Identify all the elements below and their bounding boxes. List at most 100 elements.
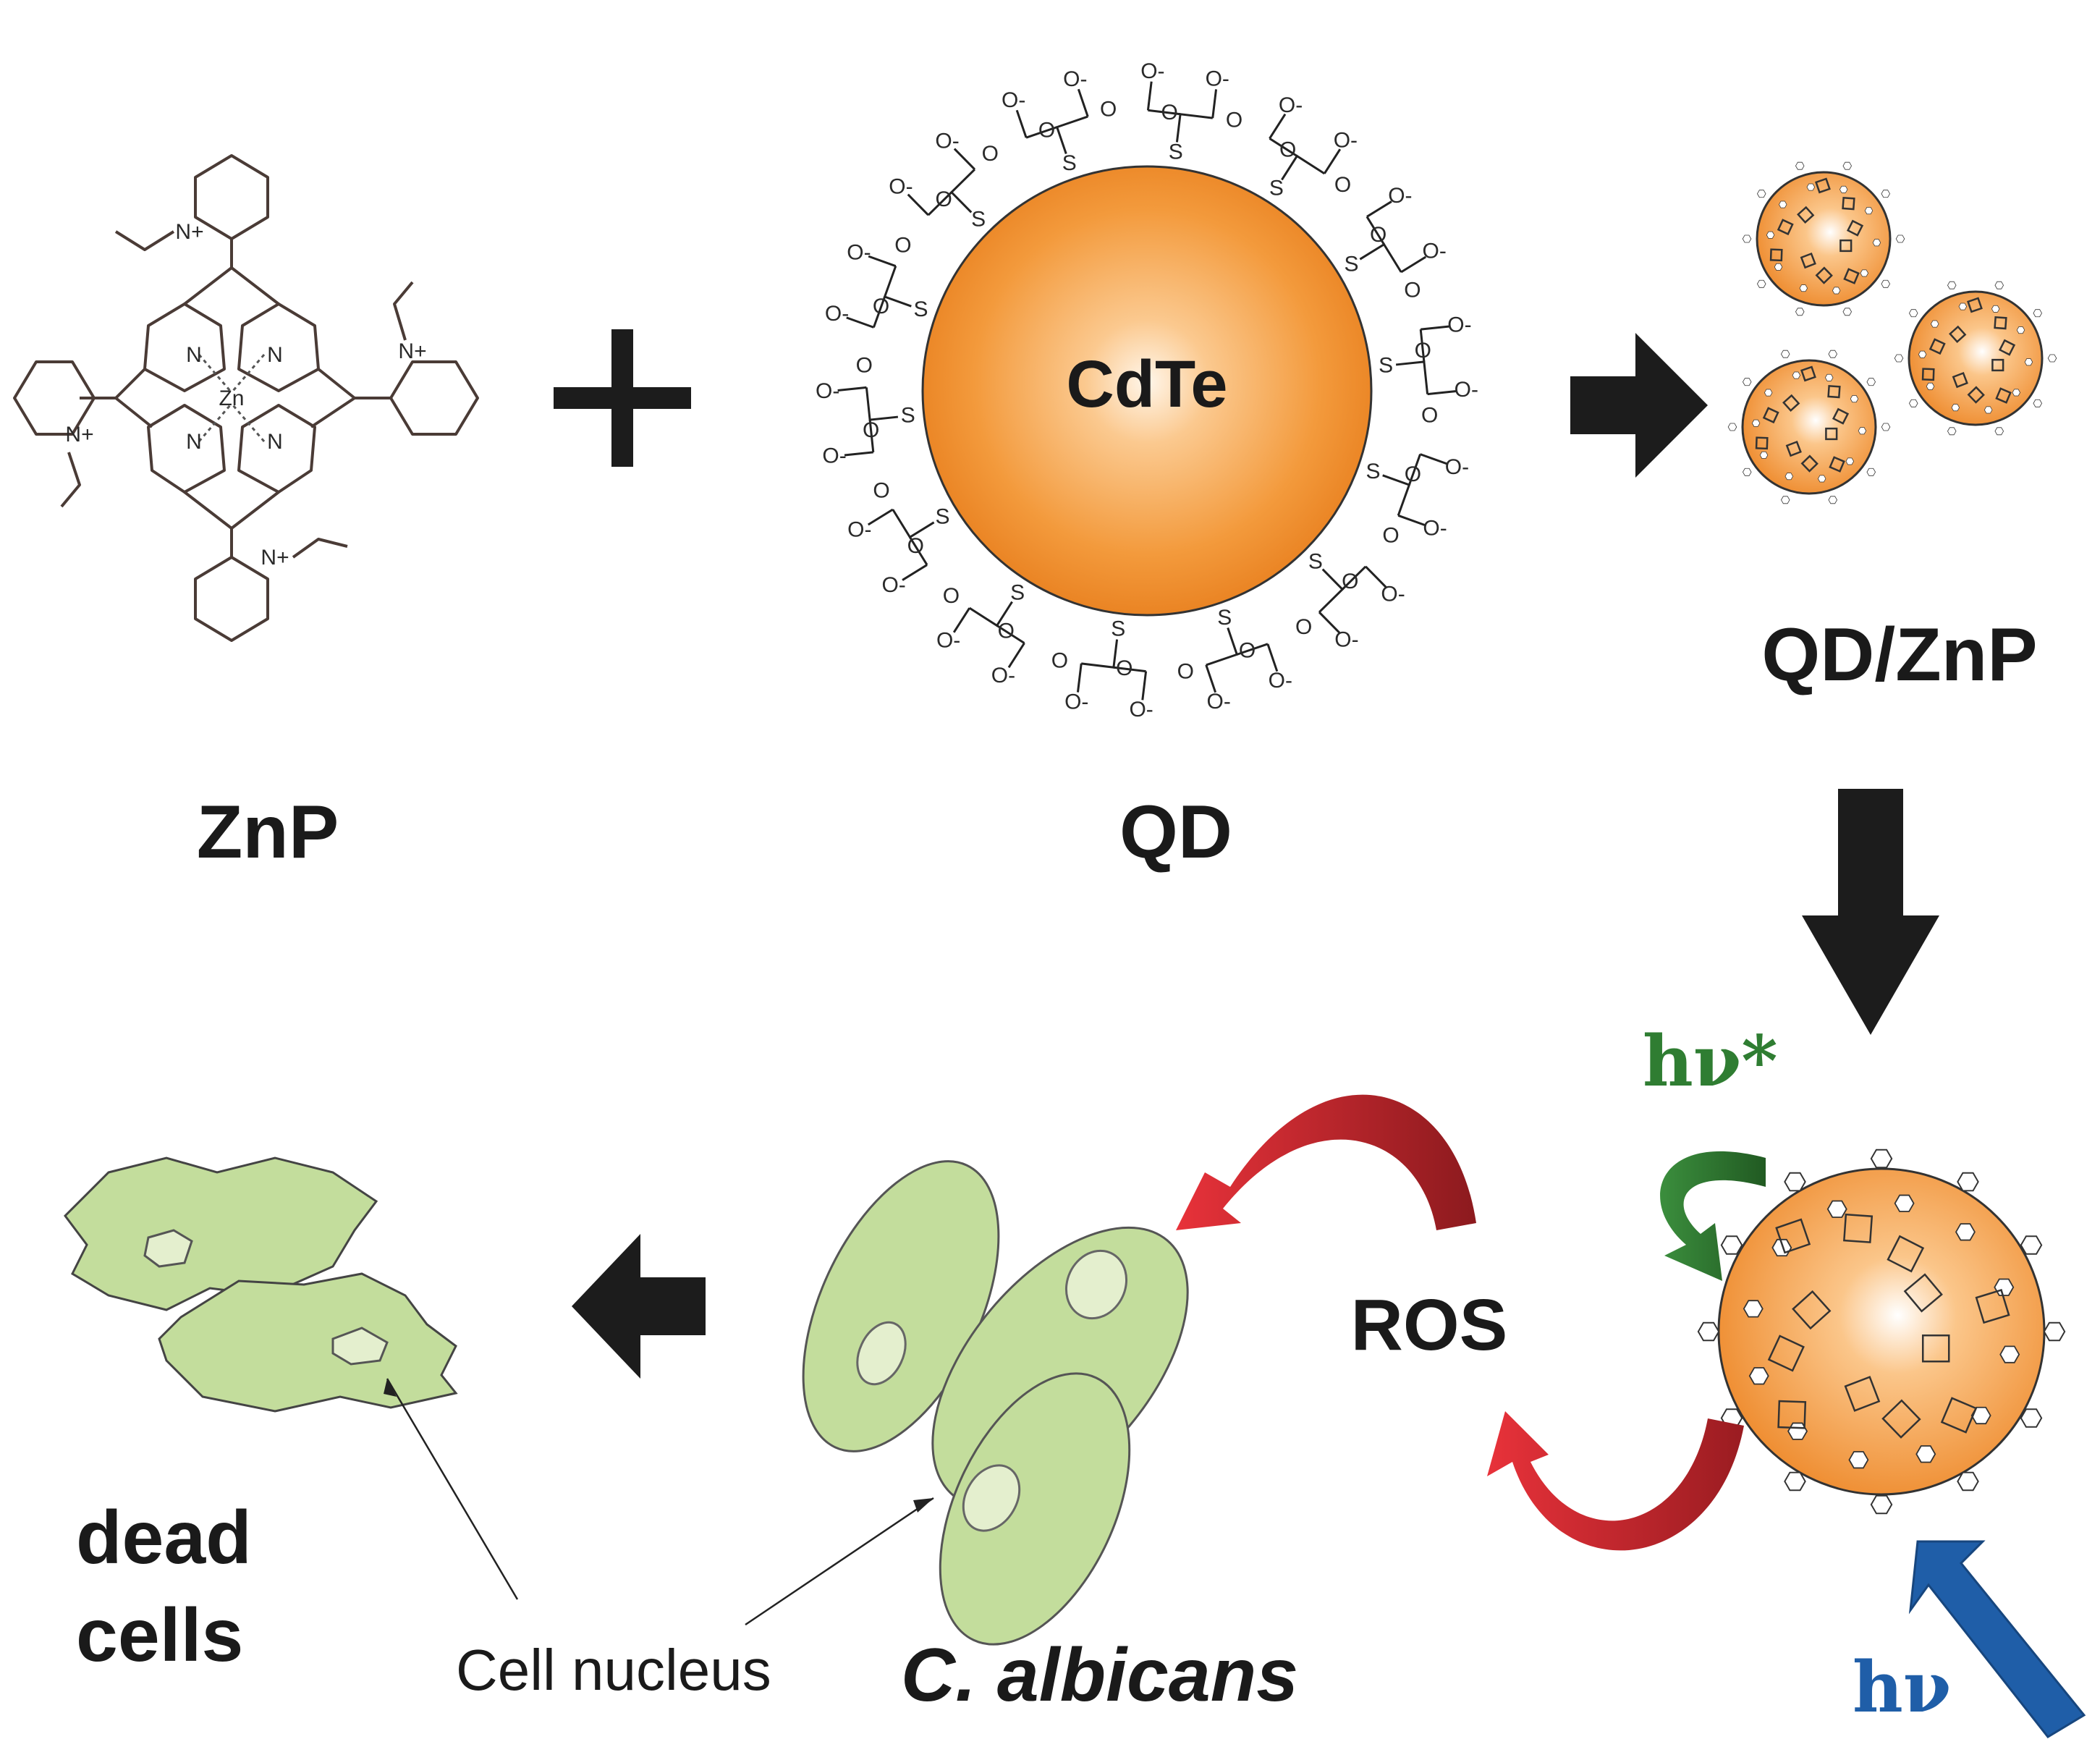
excitation-light-arrow	[1908, 1540, 2086, 1738]
o-atom-label: O	[1116, 656, 1132, 680]
o-atom-label: O	[943, 584, 960, 608]
hv-star-label: hν*	[1643, 1020, 1778, 1102]
s-atom-label: S	[913, 297, 928, 321]
cell-nucleus-label: Cell nucleus	[456, 1638, 771, 1702]
o-atom-label: O	[1295, 615, 1312, 639]
o-atom-label: O	[1415, 339, 1431, 363]
o-minus-label: O-	[1206, 67, 1229, 91]
cdte-quantum-dot: SO-OO-OSO-OO-OSO-OO-OSO-OO-OSO-OO-OSO-OO…	[816, 59, 1478, 722]
ros-label: ROS	[1351, 1285, 1508, 1366]
o-minus-label: O-	[1445, 455, 1469, 479]
o-atom-label: O	[1334, 173, 1351, 197]
c-albicans-label: C. albicans	[901, 1633, 1298, 1717]
o-minus-label: O-	[936, 629, 960, 653]
o-atom-label: O	[1038, 118, 1055, 142]
o-atom-label: O	[1177, 660, 1194, 684]
o-minus-label: O-	[1140, 59, 1164, 83]
o-minus-label: O-	[881, 573, 905, 597]
o-minus-label: O-	[935, 130, 959, 153]
qd-label: QD	[1119, 790, 1232, 874]
o-atom-label: O	[1051, 648, 1068, 672]
o-atom-label: O	[873, 295, 889, 318]
zn-atom-label: Zn	[219, 386, 244, 410]
o-atom-label: O	[936, 187, 952, 211]
o-atom-label: O	[873, 478, 889, 502]
o-atom-label: O	[907, 534, 924, 558]
o-minus-label: O-	[1423, 517, 1447, 541]
o-minus-label: O-	[1129, 698, 1153, 722]
s-atom-label: S	[936, 504, 950, 528]
o-minus-label: O-	[816, 379, 839, 403]
qd-znp-conjugate-cluster	[1727, 161, 2057, 504]
o-atom-label: O	[1405, 462, 1421, 486]
o-minus-label: O-	[1334, 627, 1358, 651]
plus-sign	[554, 329, 691, 467]
o-minus-label: O-	[1447, 313, 1471, 337]
n-atom-label: N	[267, 343, 283, 367]
o-atom-label: O	[1100, 97, 1117, 121]
o-minus-label: O-	[822, 444, 846, 468]
o-atom-label: O	[1279, 138, 1296, 162]
s-atom-label: S	[1169, 140, 1183, 164]
n-plus-label: N+	[65, 423, 93, 447]
o-atom-label: O	[1370, 223, 1386, 247]
hv-label: hν	[1853, 1646, 1951, 1728]
arrow-right	[1570, 333, 1708, 478]
o-minus-label: O-	[1063, 67, 1087, 91]
o-atom-label: O	[1239, 639, 1256, 663]
s-atom-label: S	[1269, 176, 1284, 200]
mercaptosuccinate-ligands: SO-OO-OSO-OO-OSO-OO-OSO-OO-OSO-OO-OSO-OO…	[816, 59, 1478, 722]
o-minus-label: O-	[991, 664, 1015, 688]
qd-znp-label: QD/ZnP	[1761, 613, 2037, 697]
arrow-down	[1802, 789, 1939, 1035]
s-atom-label: S	[1010, 581, 1025, 605]
o-minus-label: O-	[847, 240, 871, 264]
s-atom-label: S	[1062, 151, 1077, 175]
o-minus-label: O-	[889, 175, 913, 199]
o-atom-label: O	[856, 354, 873, 378]
arrow-left	[572, 1234, 706, 1379]
o-minus-label: O-	[1423, 240, 1447, 263]
s-atom-label: S	[1379, 353, 1393, 377]
o-atom-label: O	[894, 233, 911, 257]
emission-arrow	[1660, 1151, 1766, 1281]
o-minus-label: O-	[1269, 669, 1292, 693]
o-atom-label: O	[1226, 109, 1242, 132]
o-atom-label: O	[1382, 524, 1399, 548]
o-minus-label: O-	[825, 302, 849, 326]
o-atom-label: O	[998, 619, 1015, 643]
ros-arrow-bottom	[1487, 1411, 1744, 1551]
o-minus-label: O-	[1334, 128, 1358, 152]
o-atom-label: O	[1161, 101, 1178, 124]
o-atom-label: O	[1342, 570, 1358, 593]
znp-porphyrin-structure: Zn N N N N N+ N+ N+ N+	[13, 154, 479, 642]
o-atom-label: O	[863, 418, 879, 442]
c-albicans-cells	[802, 1160, 1189, 1646]
o-atom-label: O	[982, 142, 999, 166]
n-atom-label: N	[267, 430, 283, 454]
s-atom-label: S	[1308, 550, 1323, 574]
ros-arrow-top	[1176, 1094, 1476, 1230]
o-atom-label: O	[1404, 279, 1421, 303]
o-minus-label: O-	[1207, 690, 1231, 714]
n-plus-label: N+	[261, 546, 289, 570]
n-plus-label: N+	[398, 339, 426, 363]
o-minus-label: O-	[1381, 582, 1405, 606]
o-minus-label: O-	[847, 517, 871, 541]
o-minus-label: O-	[1388, 184, 1412, 208]
o-atom-label: O	[1421, 403, 1438, 427]
dead-cells-illustration	[64, 1156, 458, 1413]
znp-label: ZnP	[197, 790, 339, 874]
n-atom-label: N	[186, 430, 202, 454]
s-atom-label: S	[1366, 460, 1380, 483]
s-atom-label: S	[1111, 617, 1125, 641]
s-atom-label: S	[1344, 253, 1358, 276]
s-atom-label: S	[901, 404, 915, 428]
o-minus-label: O-	[1064, 690, 1088, 714]
n-atom-label: N	[186, 343, 202, 367]
cdte-label: CdTe	[1066, 347, 1227, 421]
dead-cells-label-line1: dead	[76, 1496, 252, 1580]
o-minus-label: O-	[1279, 93, 1303, 117]
s-atom-label: S	[1217, 606, 1232, 630]
